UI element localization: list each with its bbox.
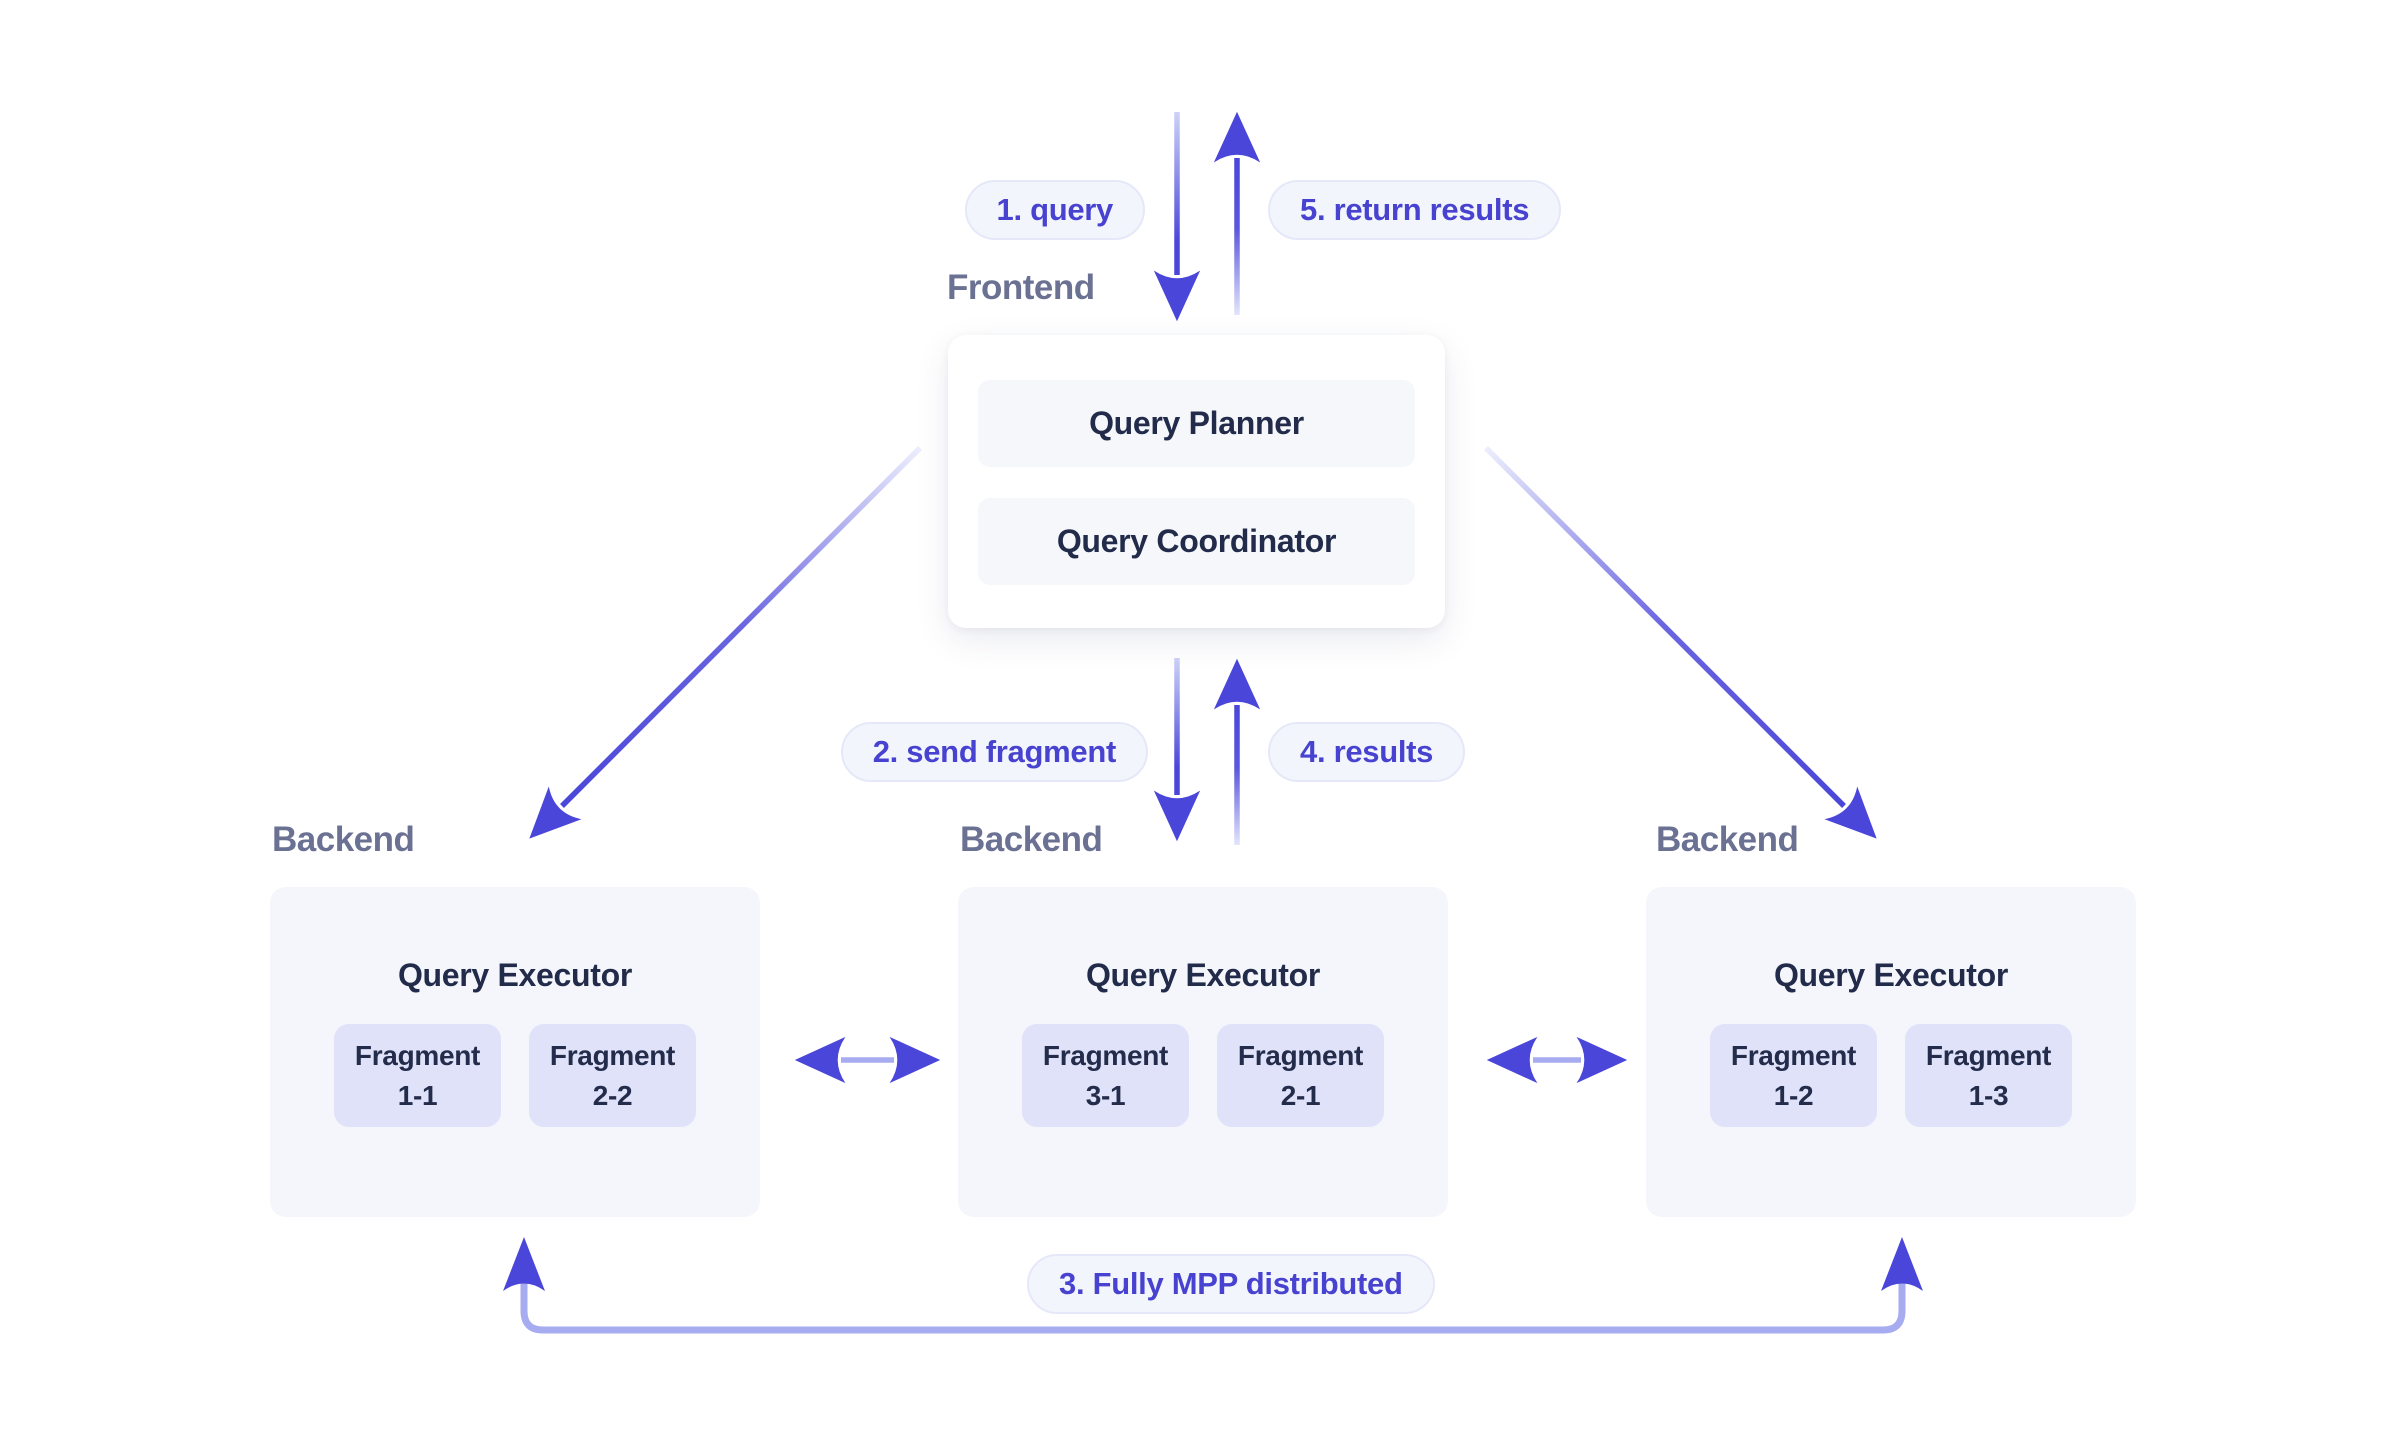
fragment-id: 2-1: [1280, 1079, 1321, 1111]
fragment-box-1-2: Fragment 1-2: [1710, 1024, 1877, 1127]
query-coordinator-box: Query Coordinator: [978, 498, 1415, 585]
fragment-word: Fragment: [354, 1039, 481, 1071]
fragment-row: Fragment 1-1 Fragment 2-2: [334, 1024, 696, 1127]
fragment-word: Fragment: [549, 1039, 676, 1071]
label-results-pill: 4. results: [1268, 722, 1466, 782]
mpp-arrowhead-right: [1881, 1237, 1923, 1291]
backend-middle-heading: Backend: [960, 820, 1103, 859]
backend-right-card: Query Executor Fragment 1-2 Fragment 1-3: [1646, 887, 2136, 1217]
fragment-box-3-1: Fragment 3-1: [1022, 1024, 1189, 1127]
frontend-to-right-backend-arrow: [1484, 446, 1877, 839]
mpp-distribution-path: [520, 1282, 1906, 1334]
query-executor-title: Query Executor: [397, 957, 633, 993]
fragment-id: 1-1: [397, 1079, 438, 1111]
backend-left-card: Query Executor Fragment 1-1 Fragment 2-2: [270, 887, 760, 1217]
frontend-card: Query Planner Query Coordinator: [948, 335, 1445, 628]
fragment-id: 1-3: [1968, 1079, 2009, 1111]
mpp-arrowhead-left: [503, 1237, 545, 1291]
fragment-id: 2-2: [592, 1079, 633, 1111]
fragment-word: Fragment: [1925, 1039, 2052, 1071]
backend-right-heading: Backend: [1656, 820, 1799, 859]
backend-left-heading: Backend: [272, 820, 415, 859]
fragment-id: 1-2: [1773, 1079, 1814, 1111]
fragment-row: Fragment 1-2 Fragment 1-3: [1710, 1024, 2072, 1127]
query-executor-title: Query Executor: [1773, 957, 2009, 993]
label-return-results-pill: 5. return results: [1268, 180, 1562, 240]
fragment-id: 3-1: [1085, 1079, 1126, 1111]
frontend-heading: Frontend: [947, 268, 1095, 307]
fragment-box-2-2: Fragment 2-2: [529, 1024, 696, 1127]
frontend-to-left-backend-arrow: [529, 446, 922, 839]
label-query-pill: 1. query: [964, 180, 1145, 240]
fragment-word: Fragment: [1042, 1039, 1169, 1071]
label-send-fragment-pill: 2. send fragment: [840, 722, 1148, 782]
fragment-word: Fragment: [1237, 1039, 1364, 1071]
fragment-box-2-1: Fragment 2-1: [1217, 1024, 1384, 1127]
query-planner-box: Query Planner: [978, 380, 1415, 467]
fragment-box-1-3: Fragment 1-3: [1905, 1024, 2072, 1127]
query-executor-title: Query Executor: [1085, 957, 1321, 993]
backend-middle-card: Query Executor Fragment 3-1 Fragment 2-1: [958, 887, 1448, 1217]
fragment-word: Fragment: [1730, 1039, 1857, 1071]
fragment-row: Fragment 3-1 Fragment 2-1: [1022, 1024, 1384, 1127]
fragment-box-1-1: Fragment 1-1: [334, 1024, 501, 1127]
label-mpp-distributed-pill: 3. Fully MPP distributed: [1027, 1254, 1435, 1314]
